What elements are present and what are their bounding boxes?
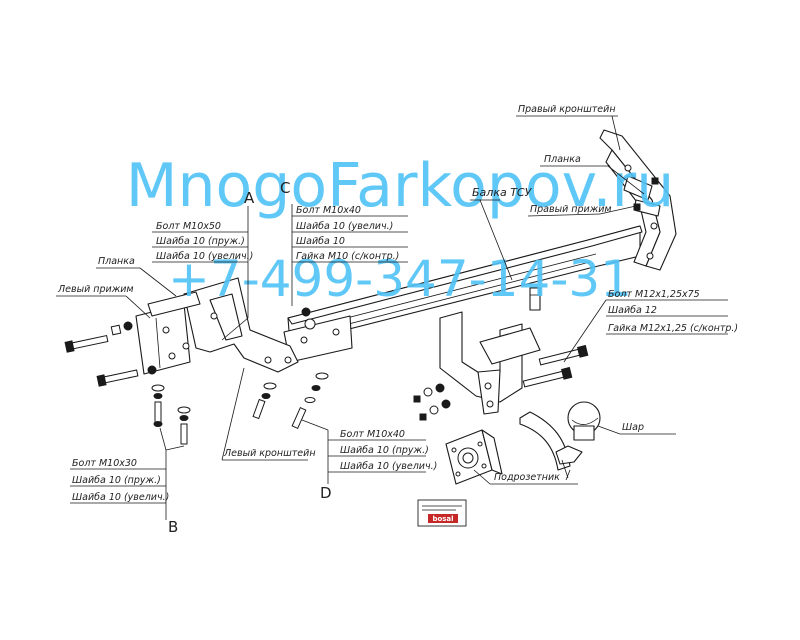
label-left-bracket: Левый кронштейн <box>223 448 316 459</box>
label-ball: Шар <box>622 422 644 433</box>
hardware-group-c-labels: Болт М10х40 Шайба 10 (увелич.) Шайба 10 … <box>296 205 399 262</box>
group-b-line-1: Болт М10х30 <box>72 458 137 469</box>
leader-lines <box>56 115 728 520</box>
tow-ball <box>519 401 601 481</box>
callout-letters: A C B D <box>168 179 332 536</box>
label-left-clamp: Левый прижим <box>57 284 134 295</box>
brand-logo: bosal <box>432 515 453 523</box>
label-plank-left: Планка <box>98 256 135 267</box>
group-c-line-2: Шайба 10 (увелич.) <box>296 221 393 232</box>
label-right-clamp: Правый прижим <box>530 204 612 215</box>
hardware-group-a-labels: Болт М10х50 Шайба 10 (пруж.) Шайба 10 (у… <box>156 221 253 262</box>
id-plate: bosal <box>417 499 467 527</box>
watermark-phone: +7-499-347-14-31 <box>168 250 632 308</box>
group-right-line-1: Болт М12х1,25х75 <box>608 289 700 300</box>
callout-a: A <box>244 189 255 207</box>
group-d-line-3: Шайба 10 (увелич.) <box>340 461 437 472</box>
label-beam: Балка ТСУ <box>472 186 533 199</box>
group-right-line-3: Гайка М12х1,25 (с/контр.) <box>608 323 738 334</box>
group-b-line-2: Шайба 10 (пруж.) <box>72 475 161 486</box>
callout-c: C <box>280 179 290 197</box>
hardware-group-b-labels: Болт М10х30 Шайба 10 (пруж.) Шайба 10 (у… <box>72 458 169 503</box>
ball-mount-bracket <box>439 311 541 415</box>
group-a-line-2: Шайба 10 (пруж.) <box>156 236 245 247</box>
hardware-group-d <box>291 372 329 430</box>
callout-b: B <box>168 518 178 536</box>
group-right-line-2: Шайба 12 <box>608 305 657 316</box>
watermark-site: MnogoFarkopov.ru <box>126 151 674 221</box>
brand-badge <box>428 514 458 523</box>
group-c-line-3: Шайба 10 <box>296 236 345 247</box>
part-labels: Правый кронштейн Планка Правый прижим Ба… <box>57 104 644 483</box>
watermark: MnogoFarkopov.ru +7-499-347-14-31 <box>126 151 674 308</box>
hardware-group-c <box>252 307 316 420</box>
group-c-line-1: Болт М10х40 <box>296 205 361 216</box>
group-b-line-3: Шайба 10 (увелич.) <box>72 492 169 503</box>
hardware-left-bolts <box>64 321 191 445</box>
label-socket-plate: Подрозетник <box>494 472 560 483</box>
label-right-bracket: Правый кронштейн <box>518 104 616 115</box>
group-a-line-1: Болт М10х50 <box>156 221 221 232</box>
hardware-right-labels: Болт М12х1,25х75 Шайба 12 Гайка М12х1,25… <box>608 289 738 334</box>
label-plank-right: Планка <box>544 154 581 165</box>
group-d-line-1: Болт М10х40 <box>340 429 405 440</box>
left-bracket <box>135 277 299 375</box>
group-a-line-3: Шайба 10 (увелич.) <box>156 251 253 262</box>
hardware-group-d-labels: Болт М10х40 Шайба 10 (пруж.) Шайба 10 (у… <box>340 429 437 472</box>
right-bracket <box>599 129 677 271</box>
group-d-line-2: Шайба 10 (пруж.) <box>340 445 429 456</box>
socket-plate <box>445 429 503 485</box>
group-c-line-4: Гайка М10 (с/контр.) <box>296 251 399 262</box>
callout-d: D <box>320 484 332 502</box>
tow-beam <box>283 225 643 363</box>
